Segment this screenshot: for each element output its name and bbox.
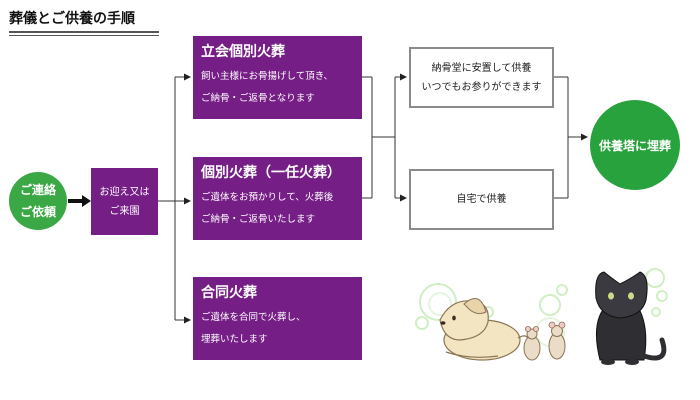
mice-figures (523, 321, 566, 361)
home-memorial-label: 自宅で供養 (456, 194, 507, 205)
ossuary-line1: 納骨堂に安置して供養 (431, 62, 532, 74)
option-desc-line1: ご遺体を合同で火葬し、 (201, 312, 306, 323)
option-desc-line1: ご遺体をお預かりして、火葬後 (201, 192, 334, 203)
option-desc-line2: ご納骨・ご返骨となります (201, 93, 315, 104)
home-memorial-box: 自宅で供養 (409, 169, 554, 230)
cat-figure (595, 271, 667, 365)
option-joint-cremation: 合同火葬 ご遺体を合同で火葬し、 埋葬いたします (193, 277, 362, 360)
title-underline (9, 31, 159, 33)
option-individual-cremation: 個別火葬（一任火葬） ご遺体をお預かりして、火葬後 ご納骨・ご返骨いたします (193, 157, 362, 240)
page-title: 葬儀とご供養の手順 (9, 11, 135, 27)
option-title: 立会個別火葬 (201, 44, 285, 60)
option-desc-line1: 飼い主様にお骨揚げして頂き、 (201, 71, 334, 82)
pickup-label-line1: お迎え又は (99, 186, 150, 198)
contact-request-circle: ご連絡 ご依頼 (9, 172, 67, 230)
memorial-tower-label: 供養塔に埋葬 (598, 138, 671, 153)
title-underline-secondary (9, 35, 159, 36)
contact-label-line1: ご連絡 (19, 183, 56, 197)
pets-illustration (415, 268, 668, 365)
dog-figure (439, 298, 530, 361)
ossuary-box: 納骨堂に安置して供養 いつでもお参りができます (409, 47, 554, 108)
pickup-label-line2: ご来園 (109, 205, 140, 217)
option-desc-line2: 埋葬いたします (201, 334, 268, 345)
pickup-box: お迎え又は ご来園 (91, 168, 158, 235)
option-attended-cremation: 立会個別火葬 飼い主様にお骨揚げして頂き、 ご納骨・ご返骨となります (193, 36, 362, 119)
option-title: 合同火葬 (201, 285, 257, 301)
contact-label-line2: ご依頼 (19, 205, 56, 219)
ossuary-line2: いつでもお参りができます (421, 81, 542, 93)
memorial-tower-circle: 供養塔に埋葬 (590, 100, 680, 190)
option-desc-line2: ご納骨・ご返骨いたします (201, 214, 316, 225)
option-title: 個別火葬（一任火葬） (201, 165, 341, 181)
